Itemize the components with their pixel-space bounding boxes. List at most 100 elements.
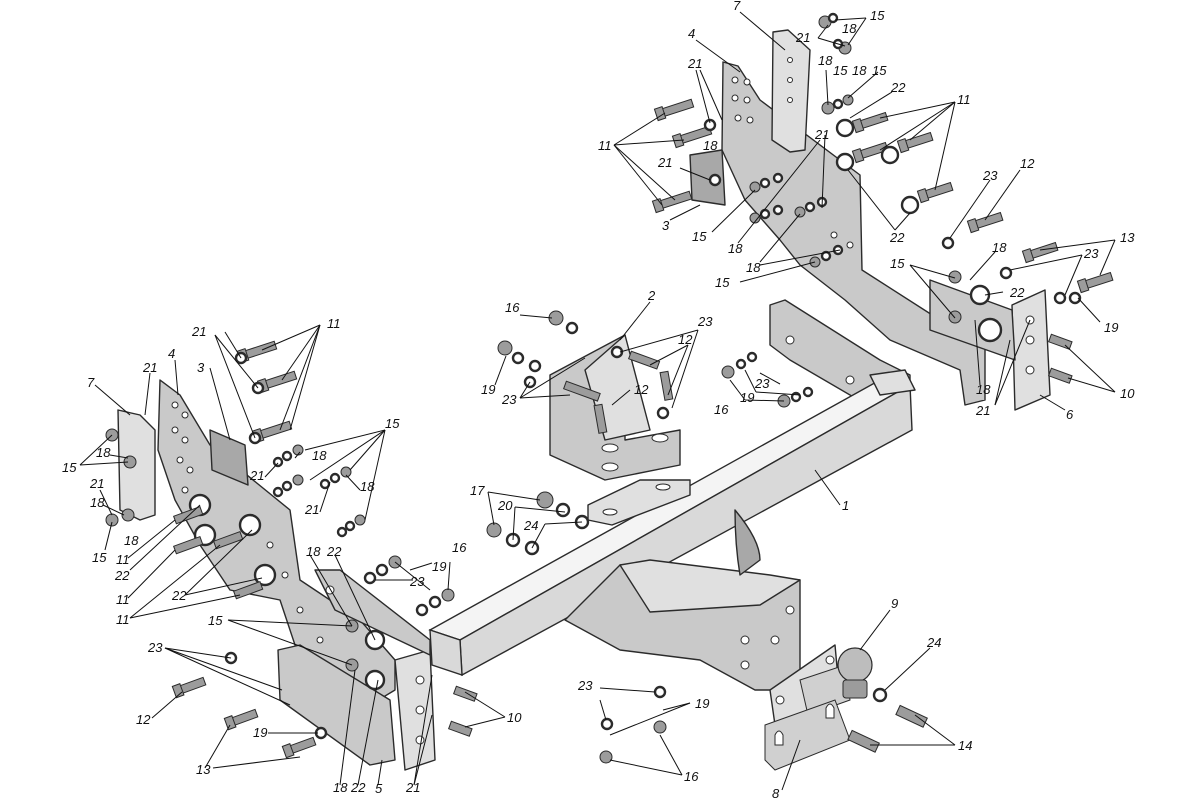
callout-24-b: 24: [926, 635, 941, 650]
callout-19-e: 19: [253, 725, 267, 740]
callout-22-c: 22: [1009, 285, 1025, 300]
callout-18-f: 18: [746, 260, 761, 275]
callout-11-b: 11: [957, 92, 971, 107]
callout-23-a: 23: [982, 168, 998, 183]
callout-11-e: 11: [116, 592, 130, 607]
callout-15-d: 15: [692, 229, 707, 244]
callout-18-n: 18: [306, 544, 321, 559]
callout-23-e: 23: [754, 376, 770, 391]
callout-labels: 1 2 3 3 4 4 5 6 7 7 8 9 10 10 11 11 11 1…: [62, 0, 1135, 800]
right-side-bracket: [689, 29, 1051, 431]
callout-22-d: 22: [114, 568, 130, 583]
callout-18-j: 18: [360, 479, 375, 494]
tow-ball-assembly: [764, 644, 873, 771]
callout-21-c: 21: [657, 155, 672, 170]
callout-18-i: 18: [312, 448, 327, 463]
callout-15-g: 15: [385, 416, 400, 431]
callout-16-b: 16: [714, 402, 729, 417]
callout-18-k: 18: [96, 445, 111, 460]
callout-8: 8: [772, 786, 780, 800]
callout-11-c: 11: [327, 316, 341, 331]
callout-21-j: 21: [89, 476, 104, 491]
left-side-bracket: [117, 379, 436, 771]
callout-23-b: 23: [1083, 246, 1099, 261]
callout-1: 1: [842, 498, 849, 513]
callout-22-g: 22: [350, 780, 366, 795]
callout-21-b: 21: [687, 56, 702, 71]
callout-19-f: 19: [695, 696, 709, 711]
callout-22-e: 22: [171, 588, 187, 603]
callout-6: 6: [1066, 407, 1074, 422]
callout-12-a: 12: [1020, 156, 1035, 171]
callout-20: 20: [497, 498, 513, 513]
callout-15-f: 15: [890, 256, 905, 271]
callout-10-left: 10: [507, 710, 522, 725]
callout-18-c: 18: [852, 63, 867, 78]
callout-12-d: 12: [136, 712, 151, 727]
callout-22-b: 22: [889, 230, 905, 245]
callout-21-a: 21: [795, 30, 810, 45]
callout-2: 2: [647, 288, 656, 303]
callout-14: 14: [958, 738, 972, 753]
callout-18-a: 18: [842, 21, 857, 36]
callout-23-c: 23: [697, 314, 713, 329]
callout-16-a: 16: [505, 300, 520, 315]
callout-4-left: 4: [168, 346, 175, 361]
callout-12-b: 12: [678, 332, 693, 347]
callout-18-o: 18: [333, 780, 348, 795]
callout-21-d: 21: [814, 127, 829, 142]
callout-24-a: 24: [523, 518, 538, 533]
callout-18-g: 18: [992, 240, 1007, 255]
callout-18-d: 18: [703, 138, 718, 153]
callout-16-d: 16: [684, 769, 699, 784]
main-cross-beam: [428, 369, 916, 677]
callout-21-h: 21: [249, 468, 264, 483]
callout-3-left: 3: [197, 360, 205, 375]
callout-19-c: 19: [740, 390, 754, 405]
callout-18-m: 18: [124, 533, 139, 548]
callout-17: 17: [470, 483, 485, 498]
callout-21-k: 21: [405, 780, 420, 795]
hitch-mount-plate: [564, 509, 801, 691]
callout-19-b: 19: [481, 382, 495, 397]
callout-21-i: 21: [304, 502, 319, 517]
callout-18-h: 18: [976, 382, 991, 397]
callout-15-b: 15: [833, 63, 848, 78]
callout-4-right: 4: [688, 26, 695, 41]
callout-15-i: 15: [92, 550, 107, 565]
callout-7-left: 7: [87, 375, 95, 390]
callout-13-b: 13: [196, 762, 211, 777]
callout-18-b: 18: [818, 53, 833, 68]
callout-11-d: 11: [116, 552, 130, 567]
callout-19-d: 19: [432, 559, 446, 574]
callout-16-c: 16: [452, 540, 467, 555]
callout-18-l: 18: [90, 495, 105, 510]
callout-5: 5: [375, 781, 383, 796]
callout-23-f: 23: [409, 574, 425, 589]
leader-lines: [79, 11, 1116, 791]
fasteners: [105, 12, 1114, 764]
callout-15-a: 15: [870, 8, 885, 23]
callout-23-g: 23: [147, 640, 163, 655]
callout-7-right: 7: [733, 0, 741, 13]
callout-11-a: 11: [598, 138, 612, 153]
callout-11-f: 11: [116, 612, 130, 627]
center-bracket: [549, 334, 691, 526]
callout-21-e: 21: [975, 403, 990, 418]
callout-15-j: 15: [208, 613, 223, 628]
callout-22-f: 22: [326, 544, 342, 559]
callout-13-a: 13: [1120, 230, 1135, 245]
callout-9: 9: [891, 596, 898, 611]
callout-10-right: 10: [1120, 386, 1135, 401]
callout-12-c: 12: [634, 382, 649, 397]
callout-15-c: 15: [872, 63, 887, 78]
callout-23-d: 23: [501, 392, 517, 407]
callout-21-g: 21: [142, 360, 157, 375]
callout-15-h: 15: [62, 460, 77, 475]
callout-23-h: 23: [577, 678, 593, 693]
callout-3-right: 3: [662, 218, 670, 233]
callout-15-e: 15: [715, 275, 730, 290]
callout-22-a: 22: [890, 80, 906, 95]
callout-21-f: 21: [191, 324, 206, 339]
